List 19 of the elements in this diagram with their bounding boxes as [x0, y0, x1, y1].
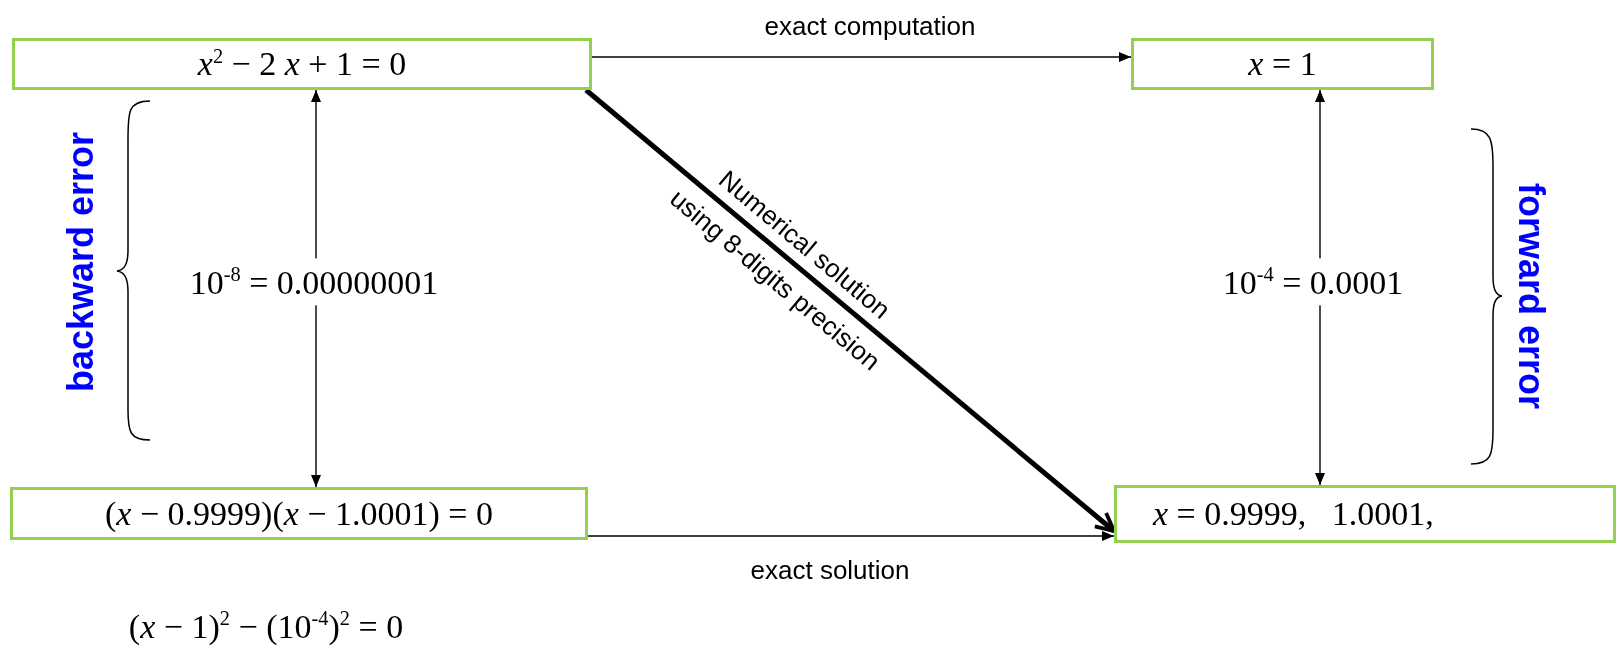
edge-label: exact computation [764, 11, 976, 41]
equation-box [1131, 38, 1434, 90]
equation: (x − 1)$^{2}$ − (10$^{-4}$)$^{2}$ = 0 [128, 608, 404, 644]
equation-box [1114, 485, 1616, 543]
arrow [591, 52, 1132, 62]
arrow [587, 531, 1115, 541]
equation: x$^{2}$ − 2 x + 1 = 0 [197, 46, 407, 82]
arrow [311, 89, 321, 488]
edge-label: 10$^{-8}$ = 0.00000001 [189, 258, 439, 306]
edge-label: exact solution [750, 555, 910, 585]
equation: (x − 0.9999)(x − 1.0001) = 0 [105, 496, 493, 531]
equation-box [12, 38, 592, 90]
error-label: forward error [1513, 182, 1549, 410]
error-label: backward error [63, 131, 99, 393]
edge-label: 10$^{-4}$ = 0.0001 [1222, 258, 1404, 306]
equation: x = 1 [1248, 47, 1317, 81]
equation-box [10, 487, 588, 540]
arrow [584, 88, 1116, 533]
equation: x = 0.9999, 1.0001, [1153, 497, 1434, 531]
